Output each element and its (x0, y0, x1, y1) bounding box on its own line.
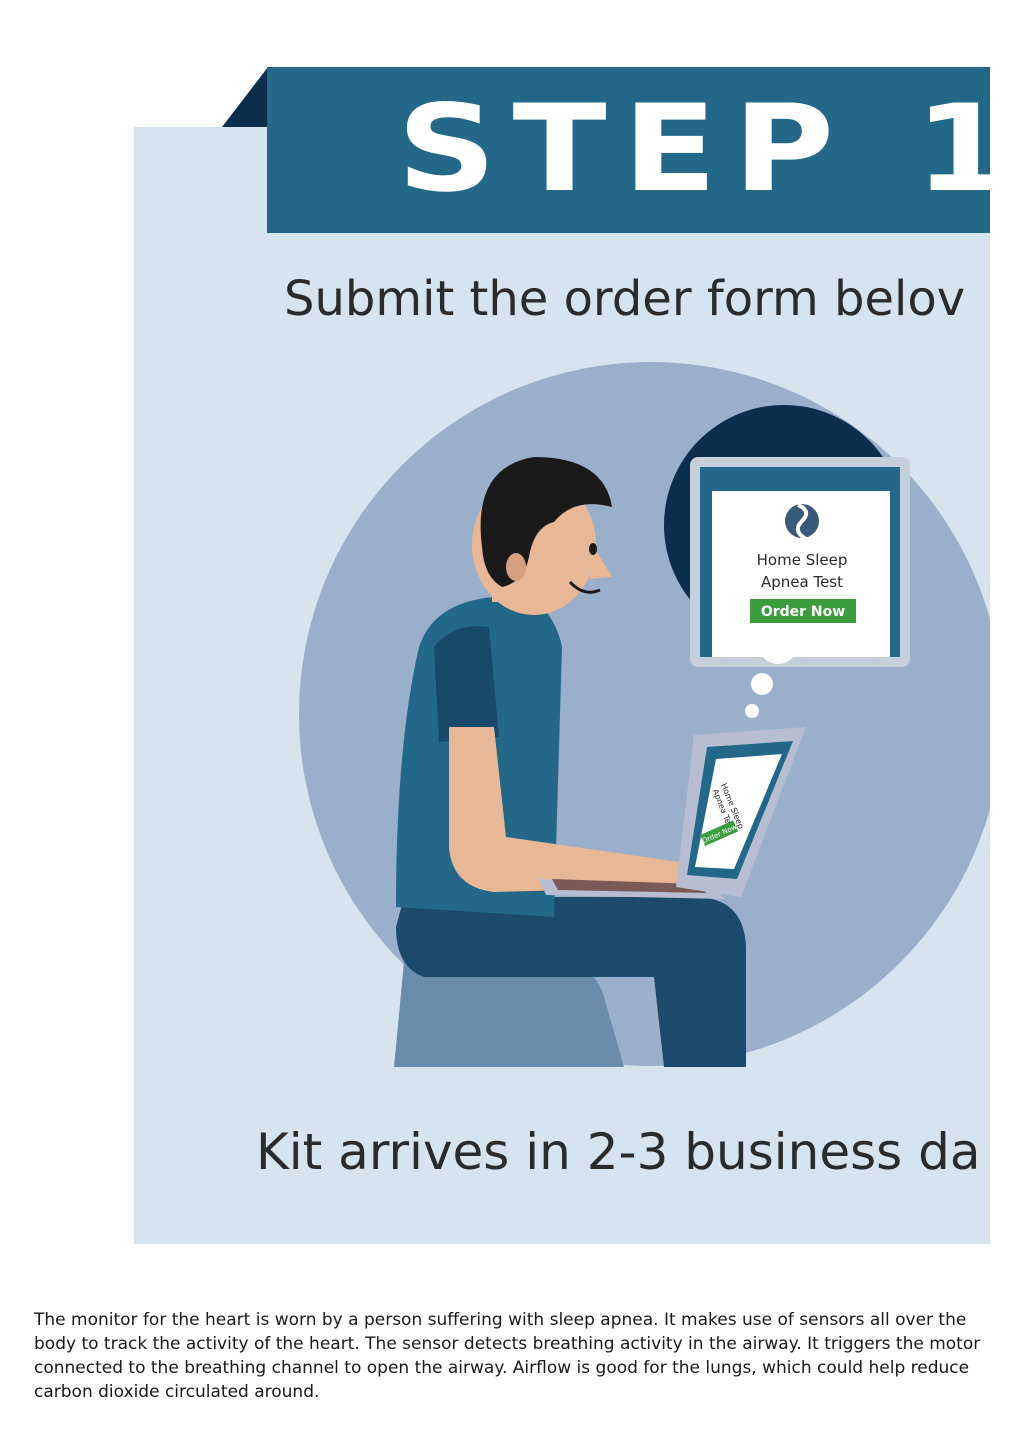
step-banner: STEP 1 (267, 67, 990, 233)
order-now-button[interactable] (750, 599, 856, 623)
chair (394, 962, 624, 1067)
caption-paragraph: The monitor for the heart is worn by a p… (34, 1310, 981, 1402)
laptop-order-button (700, 820, 739, 846)
legs (396, 897, 746, 1067)
arm (449, 727, 682, 892)
order-now-label: Order Now (761, 604, 845, 620)
step-panel: Submit the order form belov Home Sleep A… (134, 127, 990, 1244)
smile (568, 580, 601, 594)
card-title-line1: Home Sleep (757, 551, 848, 569)
eye (589, 543, 597, 555)
headline-kit-arrives: Kit arrives in 2-3 business da (256, 1123, 981, 1181)
ear (506, 553, 526, 581)
card-title-line2: Apnea Test (761, 573, 843, 591)
laptop-keyboard (552, 879, 706, 893)
illustration: Home Sleep Apnea Test Order Now (299, 362, 990, 1067)
card-topbar (712, 477, 890, 491)
bubble-dot-small (745, 704, 759, 718)
sleeve (434, 626, 499, 742)
banner-fold (222, 67, 268, 127)
step-label: STEP 1 (397, 80, 990, 219)
sleep-logo-icon (785, 503, 819, 541)
nose (590, 547, 612, 579)
bubble-puff (758, 624, 798, 664)
bubble-dot-large (751, 673, 773, 695)
headline-submit: Submit the order form belov (284, 271, 966, 327)
